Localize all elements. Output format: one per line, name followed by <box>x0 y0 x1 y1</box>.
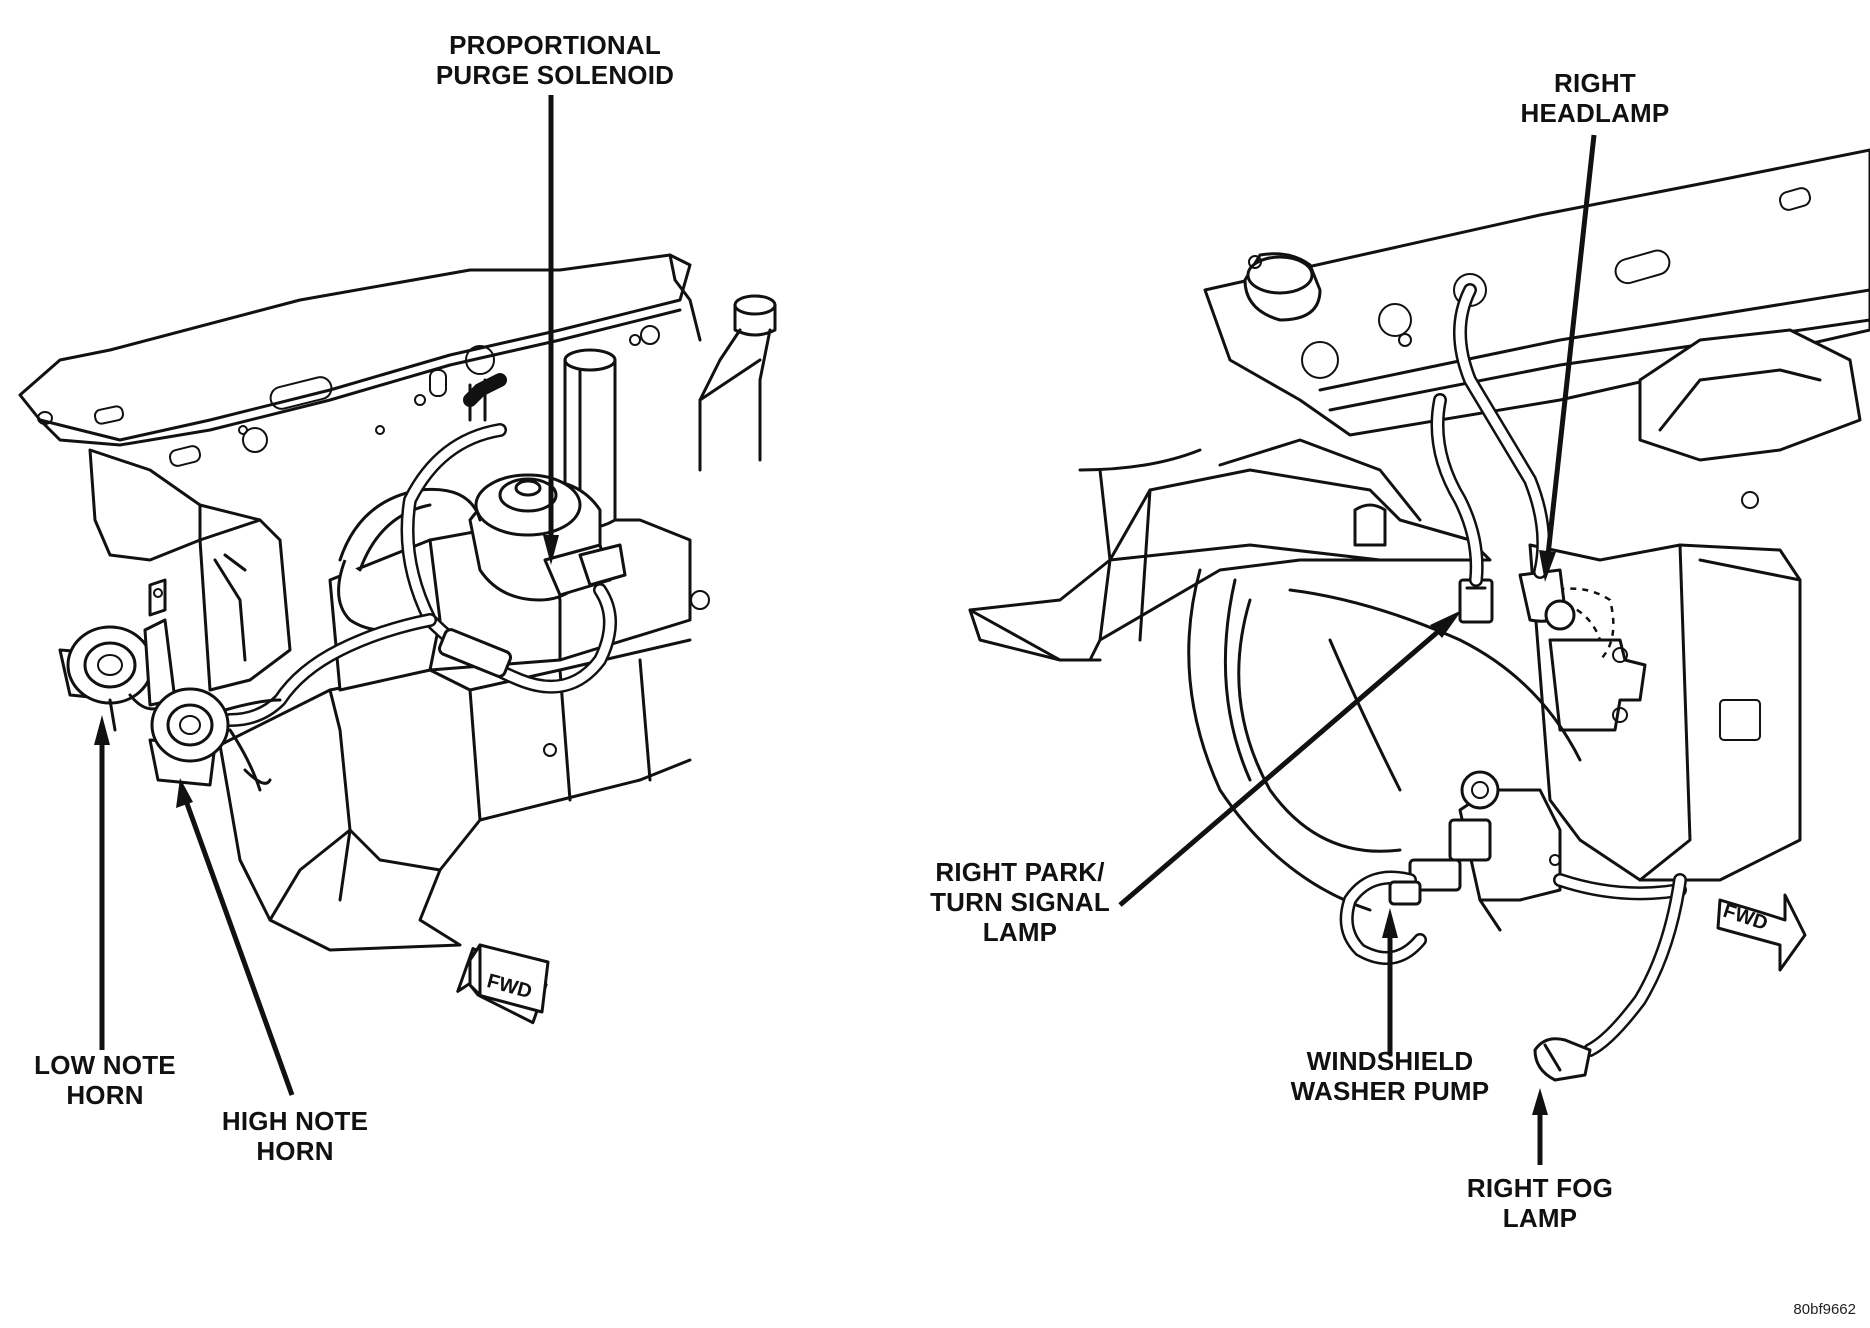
label-right-fog-lamp: RIGHT FOG LAMP <box>1466 1173 1614 1233</box>
figure-id: 80bf9662 <box>1793 1301 1856 1318</box>
leader-right-park-turn <box>1118 628 1442 907</box>
leader-right-headlamp <box>1545 134 1597 556</box>
fwd-arrow-left: FWD <box>456 943 550 1025</box>
label-right-headlamp: RIGHT HEADLAMP <box>1520 68 1670 128</box>
label-low-note-horn: LOW NOTE HORN <box>34 1050 176 1110</box>
right-illustration <box>968 148 1870 1082</box>
label-proportional-purge-solenoid: PROPORTIONAL PURGE SOLENOID <box>435 30 675 90</box>
label-high-note-horn: HIGH NOTE HORN <box>221 1106 369 1166</box>
leader-lines <box>94 95 1597 1165</box>
label-right-park-turn-signal-lamp: RIGHT PARK/ TURN SIGNAL LAMP <box>930 857 1110 947</box>
leader-high-note-horn <box>182 797 295 1096</box>
label-windshield-washer-pump: WINDSHIELD WASHER PUMP <box>1290 1046 1490 1106</box>
fwd-arrow-right: FWD <box>1716 893 1807 972</box>
left-illustration <box>18 253 777 952</box>
